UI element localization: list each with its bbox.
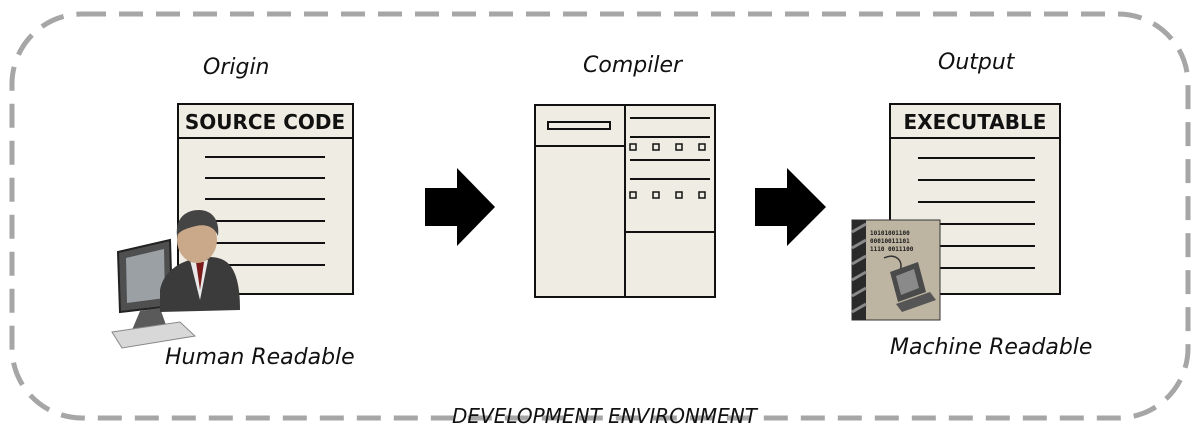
environment-border (9, 11, 1191, 421)
binary-line-3: 1110 0011100 (870, 246, 914, 253)
output-heading: Output (938, 50, 1015, 75)
right-arrow-icon (755, 168, 826, 246)
environment-label: DEVELOPMENT ENVIRONMENT (452, 404, 757, 428)
right-arrow-icon (425, 168, 495, 246)
executable-document: EXECUTABLE (889, 103, 1061, 295)
executable-title: EXECUTABLE (904, 110, 1047, 134)
machine-readable-caption: Machine Readable (890, 335, 1093, 360)
compiler-heading: Compiler (583, 53, 683, 78)
origin-heading: Origin (203, 55, 270, 80)
binary-line-2: 00010011101 (870, 238, 910, 245)
compiler-window (534, 104, 716, 298)
person-at-computer-icon (111, 210, 240, 349)
binary-line-1: 10101001100 (870, 230, 910, 237)
source-code-title: SOURCE CODE (185, 110, 345, 134)
human-readable-caption: Human Readable (165, 345, 355, 370)
machine-binary-icon: 10101001100 00010011101 1110 0011100 (851, 219, 941, 321)
